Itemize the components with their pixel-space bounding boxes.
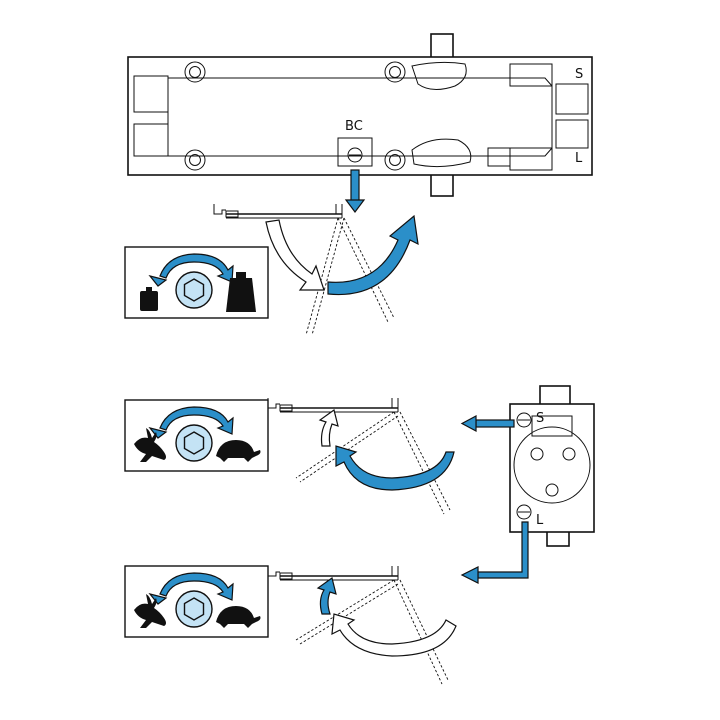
rotate-arrow-icon [159, 253, 234, 283]
right-block-top [555, 83, 589, 115]
cam-bottom [411, 138, 472, 168]
side-view-body [509, 385, 595, 547]
large-weight-icon [226, 272, 256, 312]
spindle-bottom [430, 173, 454, 197]
arm-assembly-1 [213, 204, 395, 336]
right-chamber-top [509, 63, 553, 87]
arm-3-open-right [393, 579, 449, 685]
valve-hex-icon [175, 271, 213, 309]
rotate-arrow-icon [159, 572, 234, 601]
closing-speed-arrow-blue-2 [335, 445, 455, 491]
screw-hole-bl [184, 149, 206, 171]
arm-assembly-3 [267, 566, 449, 685]
arm-1-open-left [305, 217, 345, 336]
body-outline [127, 56, 593, 176]
l-pointer-arrow [460, 521, 529, 584]
screw-hole-tr [384, 61, 406, 83]
left-block-bottom [133, 123, 169, 157]
panel-1-backcheck-strength [124, 246, 269, 319]
bc-pointer-arrow [344, 169, 366, 213]
hare-icon [134, 594, 166, 628]
spindle-top [430, 33, 454, 59]
hare-icon [134, 428, 166, 462]
latch-arrow-blue-3 [316, 576, 337, 615]
tortoise-icon [216, 606, 261, 628]
right-block-bottom [555, 119, 589, 149]
right-step [487, 147, 511, 167]
valve-hex-icon [175, 590, 213, 628]
s-pointer-arrow [460, 414, 515, 433]
side-body-outline [509, 403, 595, 533]
closing-arrow-white-1 [265, 219, 325, 291]
arm-1-open-right [337, 217, 395, 323]
side-spindle-top [539, 385, 571, 407]
side-label-l: L [536, 513, 544, 528]
tortoise-icon [216, 440, 261, 462]
arm-2-open-right [393, 411, 451, 515]
small-weight-icon [140, 287, 158, 311]
bc-label: BC [345, 119, 363, 134]
bc-valve-housing [337, 137, 373, 167]
side-cylinder [513, 426, 591, 504]
s-valve-screw-icon [516, 412, 532, 428]
panel-3-latching-speed [124, 565, 269, 638]
arm-1-bracket [213, 204, 226, 215]
closing-arrow-white-3 [331, 613, 457, 657]
backcheck-arrow-blue-1 [327, 214, 419, 296]
top-label-s: S [575, 67, 583, 82]
small-arrow-white-2 [318, 408, 339, 447]
arm-3-open-left [295, 579, 399, 645]
screw-hole-tl [184, 61, 206, 83]
arm-assembly-2 [267, 398, 451, 515]
floor-spring-body [127, 33, 593, 197]
bc-valve-screw-icon [347, 147, 363, 163]
l-valve-screw-icon [516, 504, 532, 520]
cam-top [411, 61, 467, 90]
rotate-arrow-icon [159, 406, 234, 435]
side-label-s: S [536, 411, 544, 426]
left-block-top [133, 75, 169, 113]
top-label-l: L [575, 151, 583, 166]
screw-hole-br [384, 149, 406, 171]
arm-2-open-left [295, 411, 399, 483]
panel-2-closing-speed [124, 399, 269, 472]
valve-hex-icon [175, 424, 213, 462]
